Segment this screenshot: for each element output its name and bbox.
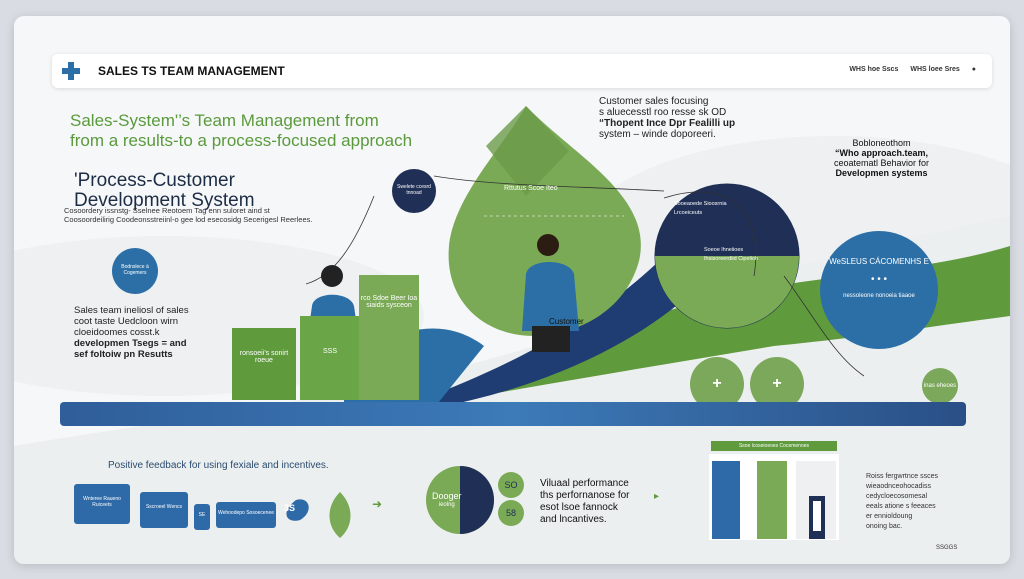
right-info-circle: WeSLEUS CÁCOMENHS E • • • nessoleone non… (820, 231, 938, 349)
mini-circle-1: SO (498, 472, 524, 498)
arrow-right-icon: ➜ (372, 497, 383, 511)
subheadline-line-2: Development System (74, 190, 255, 211)
nav-item-2[interactable]: WHS loee Sres (910, 66, 960, 73)
right-circle-dots: • • • (870, 274, 888, 285)
rb-line-4: eeals atione s feeaces (866, 503, 936, 510)
rb-line-6: onoing bac. (866, 523, 903, 530)
green-step-box-3: rco Sdoe Beer Ioa siaids sysceon (359, 275, 419, 400)
subheadline: 'Process-Customer Development System (74, 171, 255, 211)
left-description: Sales team ineliosl of sales coot taste … (74, 305, 189, 360)
pie-label-line-1: Dooger (432, 491, 462, 501)
right-circle-title: WeSLEUS CÁCOMENHS E (829, 257, 929, 266)
footer-mark: SSGGS (936, 545, 958, 551)
right-line-2: “Who approach.team, (835, 148, 929, 158)
app-title: SALES TS TEAM MANAGEMENT (98, 64, 285, 78)
perf-line-3: esot lsoe fannock (540, 502, 618, 513)
headline-line-2: from a results-to a process-focused appr… (70, 131, 413, 150)
center-line-1: Customer sales focusing (599, 96, 709, 107)
left-line-5: sef foltoiw pn Resutts (74, 349, 173, 360)
leaf-label: Rttutus Scoe Iteo (504, 185, 558, 192)
headline: Sales-System'’s Team Management from fro… (70, 111, 470, 151)
top-nav: WHS hoe Sscs WHS loee Sres ● (849, 66, 976, 73)
half-circle-bottom-text: Soeoe lhneiioes Ihsisoreerdiid Cipelioh (704, 247, 759, 262)
center-line-2: s aluecesstl roo resse sk OD (599, 107, 727, 118)
right-circle-caption: nessoleone nonoeia tiaaoe (843, 293, 915, 299)
right-line-3: ceoatematl Behavior for (834, 158, 930, 168)
left-line-1: Sales team ineliosl of sales (74, 305, 189, 316)
small-green-circle: inas eheoes (922, 368, 958, 404)
headline-line-1: Sales-System'’s Team Management from (70, 111, 379, 130)
bottom-box-1: Wnteree Raueno Ruiceets (74, 484, 130, 524)
subheadline-line-1: 'Process-Customer (74, 170, 235, 191)
bottom-badge: 3S (284, 503, 296, 513)
right-description: Bobloneothom “Who approach.team, ceoatem… (834, 138, 929, 178)
left-info-circle: Bodnslece à Cogemers (112, 248, 158, 294)
right-line-1: Bobloneothom (852, 138, 911, 148)
perf-line-4: and lncantives. (540, 514, 607, 525)
pie-label-line-2: ieolng (438, 502, 455, 508)
left-line-2: coot taste Uedcloon wirn (74, 316, 179, 327)
half-circle-top-text: Sooeaoede Sioosrnia Lrcoeiceuts (674, 201, 727, 216)
arrow-icon: ▸ (654, 491, 660, 502)
plus-logo-icon (62, 62, 80, 80)
rb-line-1: Roiss fergwrtnce ssces (866, 473, 938, 480)
bottom-box-2: Sscroeel Wencs (140, 492, 188, 528)
chart-header: Ssoe lcoseioeoes Cocemenoes (711, 441, 837, 451)
bottom-box-3: SE (194, 504, 210, 530)
mini-circle-2: 58 (498, 500, 524, 526)
perf-line-1: Viluaal performance (540, 478, 629, 489)
menu-dot-icon[interactable]: ● (971, 66, 976, 73)
pie-label: Dooger ieolng (432, 492, 462, 510)
intro-text: Cosoordery issnstg- Sselnee Reotoem Tag … (64, 206, 312, 224)
timeline-bar (60, 402, 966, 426)
intro-line-2: Coosoordeilirig Coodeonsstreiinl-o gee l… (64, 215, 313, 224)
rb-line-5: er ennioldoung (866, 513, 913, 520)
left-line-4: developmen Tsegs = and (74, 338, 187, 349)
rb-line-2: wieaodnceohocadiss (866, 483, 931, 490)
center-line-3: “Thopent Ince Dpr Fealilli up (599, 118, 736, 129)
right-bottom-text: Roiss fergwrtnce ssces wieaodnceohocadis… (866, 472, 938, 532)
bottom-title: Positive feedback for using fexiale and … (108, 460, 329, 471)
rb-line-3: cedycloecosomesal (866, 493, 928, 500)
perf-line-2: ths perfornanose for (540, 490, 630, 501)
bottom-box-4: Wehoodepo Sosoecenee (216, 502, 276, 528)
customer-label: Customer (549, 317, 584, 326)
canvas-frame: SALES TS TEAM MANAGEMENT WHS hoe Sscs WH… (14, 16, 1010, 564)
left-line-3: cloeidoomes cosst.k (74, 327, 160, 338)
nav-item-1[interactable]: WHS hoe Sscs (849, 66, 899, 73)
intro-line-1: Cosoordery issnstg- Sselnee Reotoem Tag … (64, 206, 270, 215)
green-step-box-2: SSS (300, 316, 360, 400)
center-top-text: Customer sales focusing s aluecesstl roo… (599, 96, 735, 140)
performance-text: Viluaal performance ths perfornanose for… (540, 478, 630, 526)
navy-info-circle: Swelete ccesrd tnnoad (392, 169, 436, 213)
top-bar: SALES TS TEAM MANAGEMENT WHS hoe Sscs WH… (52, 54, 992, 88)
center-line-4: system – winde doporeeri. (599, 129, 716, 140)
right-line-4: Developmen systems (835, 168, 928, 178)
green-step-box-1: ronsoeii’s sonirt roeue (232, 328, 296, 400)
